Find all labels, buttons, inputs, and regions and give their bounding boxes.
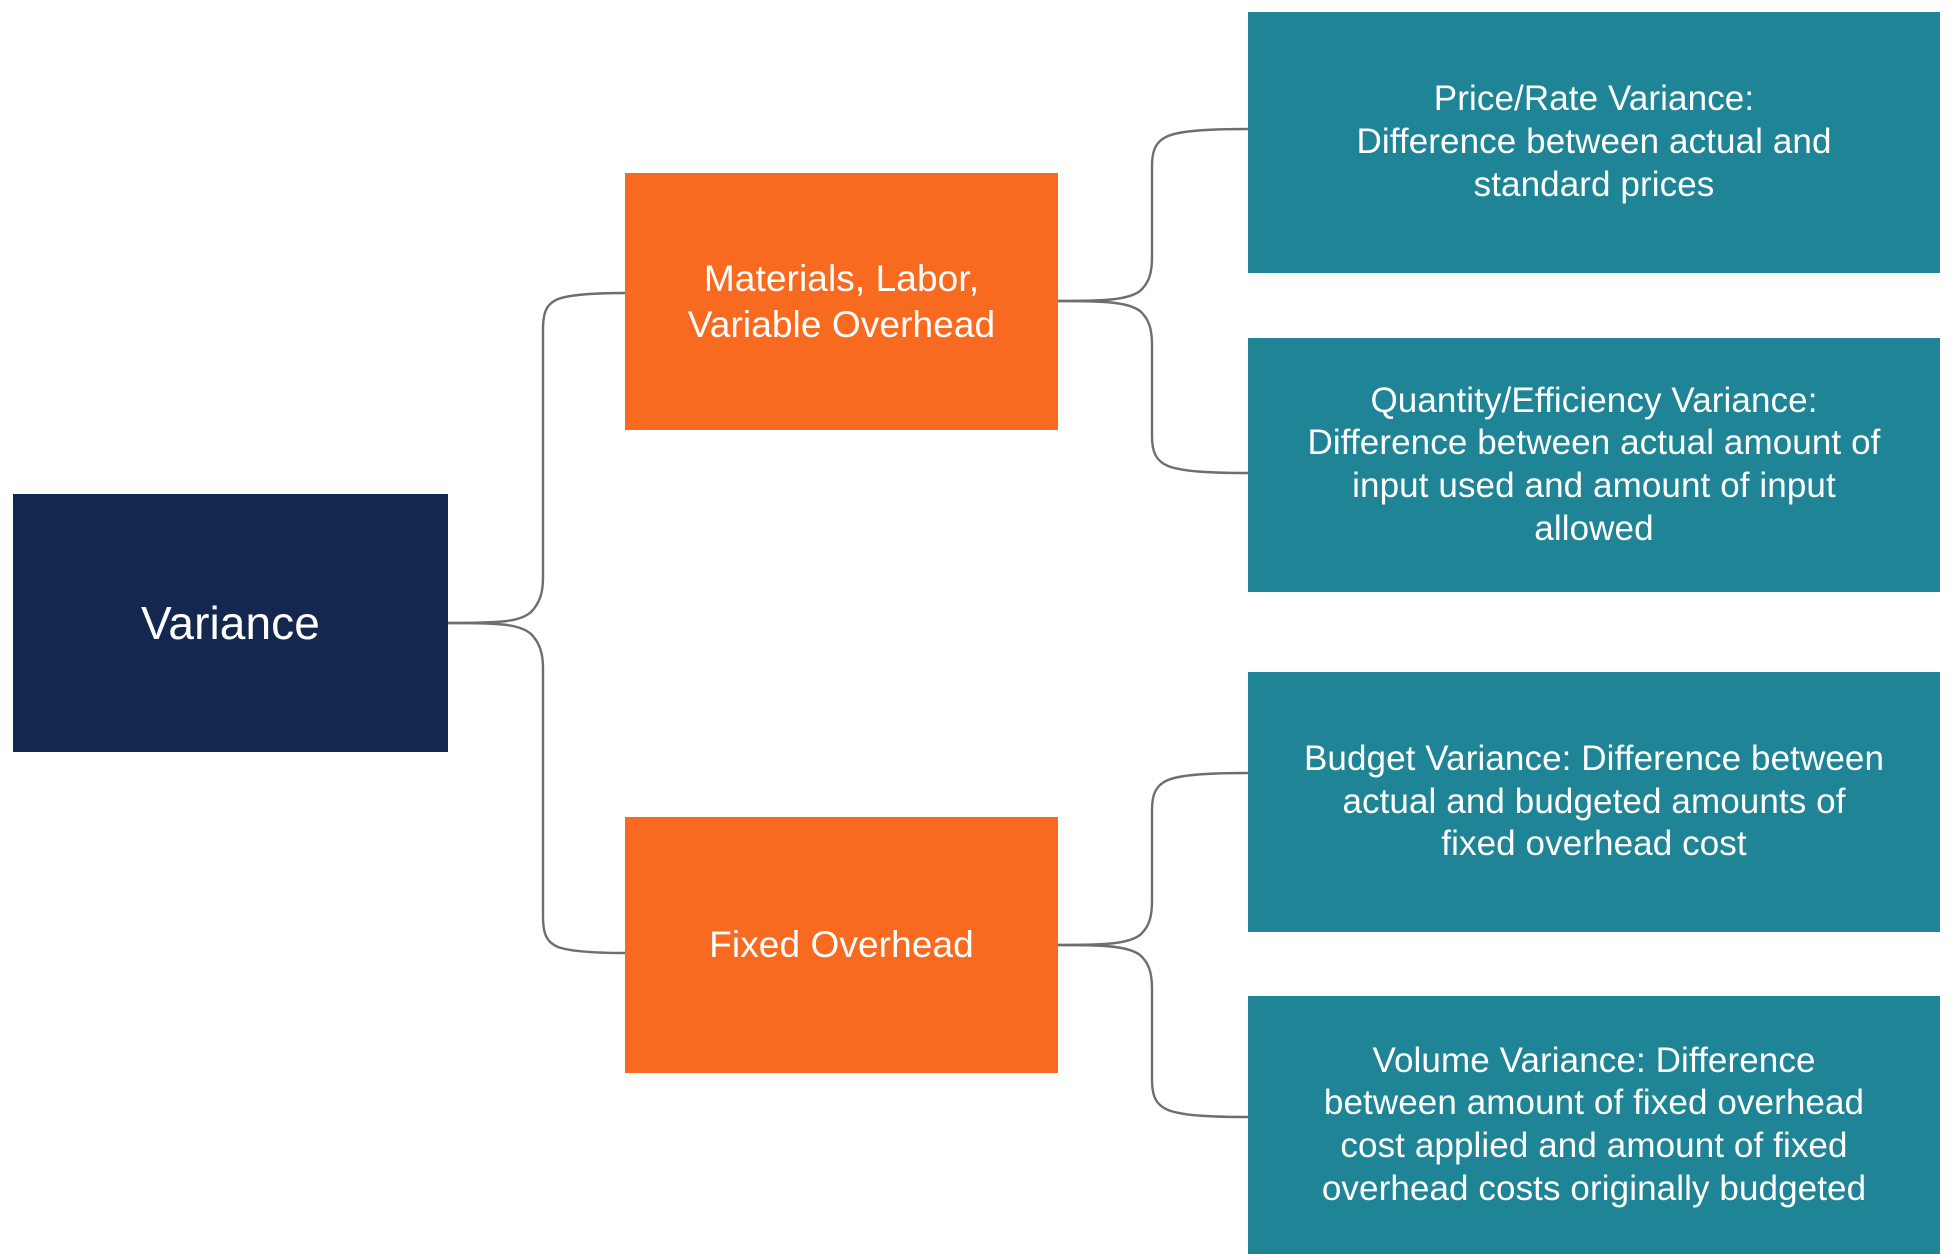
node-branch-materials-labor-variable-overhead[interactable]: Materials, Labor, Variable Overhead <box>625 173 1058 430</box>
node-leaf-3-label: Volume Variance: Difference between amou… <box>1321 1040 1867 1208</box>
node-variance-root[interactable]: Variance <box>13 494 448 752</box>
node-leaf-budget-variance[interactable]: Budget Variance: Difference between actu… <box>1248 672 1940 932</box>
connector-root-brace <box>446 291 627 955</box>
connector-branch-1-brace <box>1056 771 1250 1119</box>
node-branch-0-label: Materials, Labor, Variable Overhead <box>687 258 996 345</box>
node-variance-root-label: Variance <box>141 596 320 649</box>
node-leaf-volume-variance[interactable]: Volume Variance: Difference between amou… <box>1248 996 1940 1254</box>
node-leaf-1-label: Quantity/Efficiency Variance: Difference… <box>1307 380 1881 548</box>
node-branch-1-label: Fixed Overhead <box>709 924 974 966</box>
node-leaf-price-rate-variance[interactable]: Price/Rate Variance: Difference between … <box>1248 12 1940 273</box>
connector-branch-0-brace <box>1056 127 1250 475</box>
node-leaf-quantity-efficiency-variance[interactable]: Quantity/Efficiency Variance: Difference… <box>1248 338 1940 592</box>
node-leaf-0-label: Price/Rate Variance: Difference between … <box>1356 79 1832 204</box>
node-branch-fixed-overhead[interactable]: Fixed Overhead <box>625 817 1058 1073</box>
node-leaf-2-label: Budget Variance: Difference between actu… <box>1303 738 1885 864</box>
